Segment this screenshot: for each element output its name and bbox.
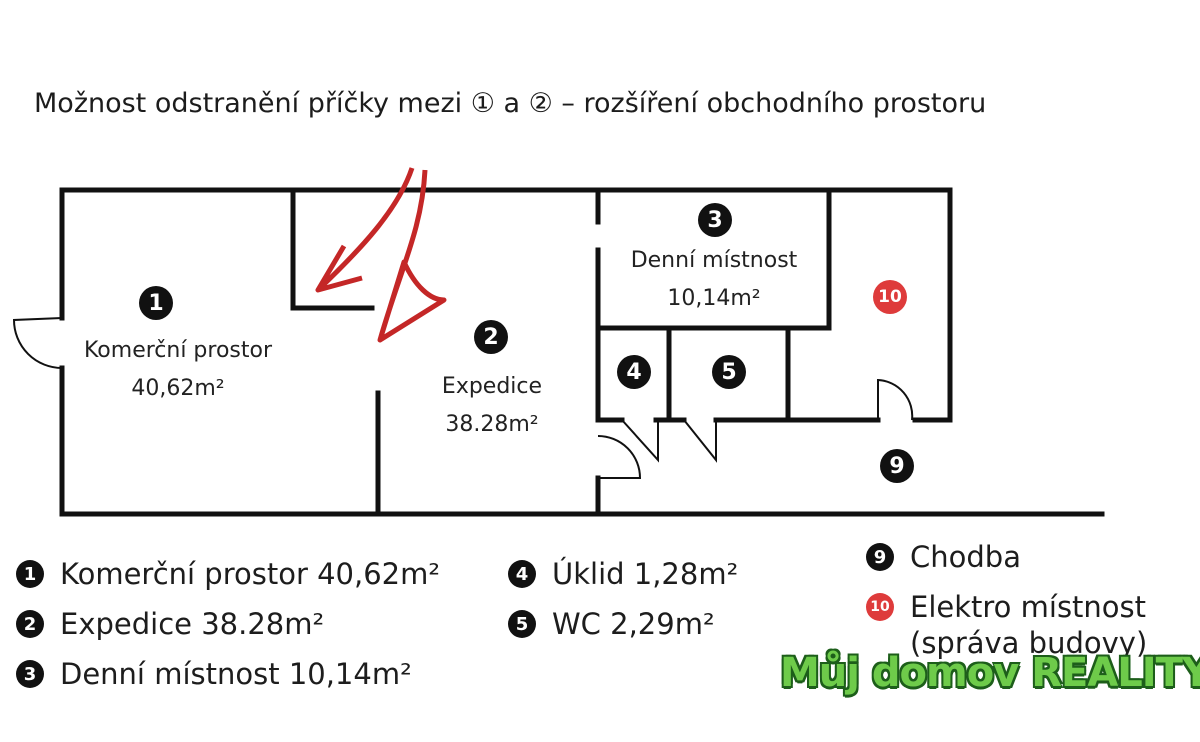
legend-badge-3: 3 bbox=[16, 660, 44, 688]
door-room-10 bbox=[877, 378, 914, 421]
diagram-title: Možnost odstranění příčky mezi ① a ② – r… bbox=[34, 88, 987, 119]
room-1-badge: 1 bbox=[139, 286, 173, 320]
room-3-area: 10,14m² bbox=[667, 286, 761, 311]
room-9-badge: 9 bbox=[880, 449, 914, 483]
outer-wall-top bbox=[59, 187, 953, 423]
arrow-right bbox=[377, 169, 447, 343]
room-2-area: 38.28m² bbox=[445, 412, 539, 437]
legend-text-5: WC 2,29m² bbox=[552, 607, 715, 641]
legend-text-10: Elektro místnost bbox=[910, 590, 1147, 624]
legend-badge-1: 1 bbox=[16, 560, 44, 588]
room-3-walls bbox=[595, 187, 832, 331]
door-room-5 bbox=[683, 419, 717, 463]
legend-item-3: 3 Denní místnost 10,14m² bbox=[16, 657, 412, 691]
legend-item-5: 5 WC 2,29m² bbox=[508, 607, 715, 641]
door-room-4 bbox=[621, 419, 659, 463]
watermark-logo: Můj domov REALITY bbox=[780, 650, 1200, 696]
legend-badge-5: 5 bbox=[508, 610, 536, 638]
room-2-name: Expedice bbox=[441, 374, 543, 399]
legend-badge-9: 9 bbox=[866, 543, 894, 571]
door-room-2 bbox=[597, 435, 642, 479]
room-3-badge: 3 bbox=[698, 203, 732, 237]
room-3-name: Denní místnost bbox=[630, 248, 798, 273]
arrow-left bbox=[315, 167, 415, 293]
legend-badge-2: 2 bbox=[16, 610, 44, 638]
room-5-badge: 5 bbox=[712, 355, 746, 389]
legend-item-1: 1 Komerční prostor 40,62m² bbox=[16, 557, 440, 591]
room-4-badge: 4 bbox=[617, 355, 651, 389]
room-1-name: Komerční prostor bbox=[83, 338, 273, 363]
legend-item-2: 2 Expedice 38.28m² bbox=[16, 607, 324, 641]
legend-item-4: 4 Úklid 1,28m² bbox=[508, 557, 738, 591]
legend-badge-4: 4 bbox=[508, 560, 536, 588]
legend-badge-10: 10 bbox=[866, 593, 894, 621]
legend-text-9: Chodba bbox=[910, 540, 1021, 574]
room-1-area: 40,62m² bbox=[131, 376, 225, 401]
legend-item-9: 9 Chodba bbox=[866, 540, 1021, 574]
legend-text-4: Úklid 1,28m² bbox=[552, 557, 739, 591]
legend-item-10: 10 Elektro místnost bbox=[866, 590, 1146, 624]
legend-note: (správa budovy) bbox=[910, 626, 1148, 660]
legend-text-1: Komerční prostor 40,62m² bbox=[60, 557, 440, 591]
entry-door bbox=[12, 317, 63, 369]
room-2-badge: 2 bbox=[474, 320, 508, 354]
legend-text-3: Denní místnost 10,14m² bbox=[60, 657, 412, 691]
partition-wall-upper bbox=[290, 187, 375, 311]
room-10-badge: 10 bbox=[873, 280, 907, 314]
legend-text-2: Expedice 38.28m² bbox=[60, 607, 325, 641]
